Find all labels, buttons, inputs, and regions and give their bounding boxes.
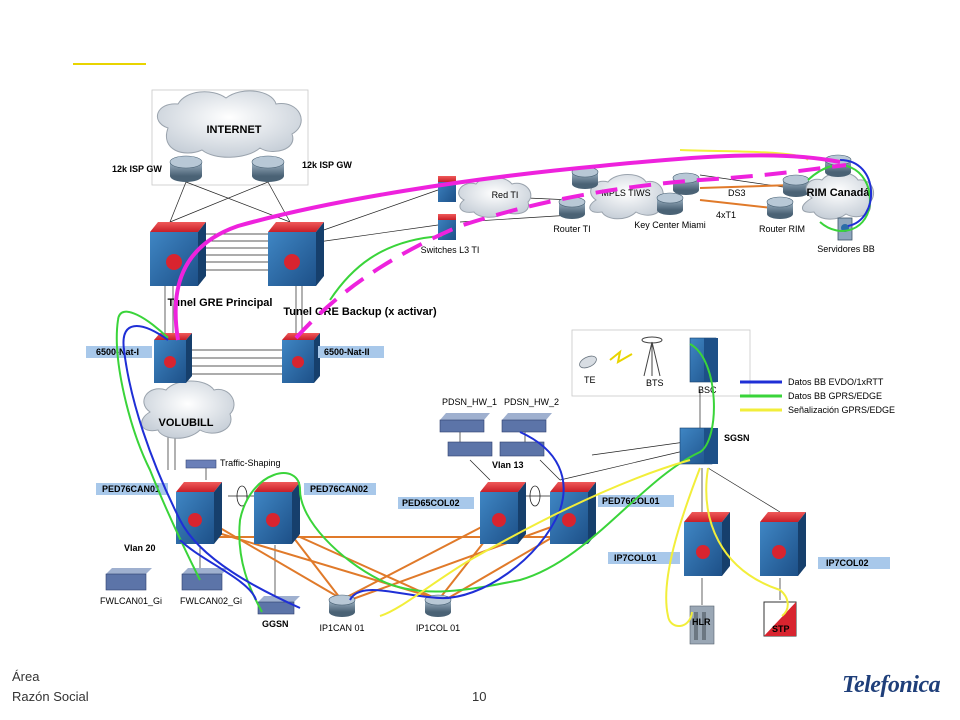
footer-area: Área <box>12 669 40 684</box>
red-ti-label: Red TI <box>492 190 519 200</box>
ds3-label: DS3 <box>728 188 746 198</box>
ip7col01-switch <box>684 512 730 576</box>
internet-frame <box>151 89 309 186</box>
isp-gw-left-label: 12k ISP GW <box>112 164 162 174</box>
ip7col01-tag <box>608 552 680 564</box>
legend-label-gprs: Datos BB GPRS/EDGE <box>788 391 882 401</box>
bsc-label: BSC <box>698 385 717 395</box>
vlan20-label: Vlan 20 <box>124 543 156 553</box>
ped76col01-label: PED76COL01 <box>602 496 660 506</box>
ped76can01-tag <box>96 483 168 495</box>
key-center-router-upper <box>672 172 700 195</box>
ped65col02-switch <box>480 482 526 544</box>
telefonica-logo: Telefonica <box>842 672 941 698</box>
ip7col02-label: IP7COL02 <box>826 558 869 568</box>
tunel-backup-path <box>294 163 847 340</box>
ip1can-router <box>328 594 356 617</box>
ip7col02-switch <box>760 512 806 576</box>
nat2-switch <box>282 333 320 383</box>
stp-device <box>763 601 797 637</box>
core-switch-left <box>150 222 206 286</box>
nat2-tag <box>318 346 384 358</box>
switch-l3-ti-top <box>438 176 456 202</box>
legend-label-signal: Señalización GPRS/EDGE <box>788 405 895 415</box>
fwlcan01-label: FWLCAN01_Gi <box>100 596 162 606</box>
bsc-frame <box>571 329 751 397</box>
ped65col02-tag <box>398 497 474 509</box>
evdo-data-flow <box>122 159 872 609</box>
red-ti-cloud <box>458 176 532 218</box>
thin-links <box>164 174 791 605</box>
mpls-label: MPLS TIWS <box>601 188 650 198</box>
pdsn1-device <box>439 413 493 457</box>
tunel-principal-path <box>173 153 841 341</box>
router-rim <box>766 196 794 219</box>
ip7col01-label: IP7COL01 <box>614 553 657 563</box>
internet-label: INTERNET <box>207 124 262 136</box>
gprs-data-flow <box>115 164 872 613</box>
ped65col02-label: PED65COL02 <box>402 498 460 508</box>
nat1-tag <box>86 346 152 358</box>
fwlcan01-firewall <box>105 568 152 591</box>
isp-gw-router-left <box>169 155 203 182</box>
footer-razon-social: Razón Social <box>12 689 89 704</box>
stp-label: STP <box>772 624 790 634</box>
bts-antenna-icon <box>641 336 663 377</box>
te-label: TE <box>584 375 596 385</box>
router-rim-label: Router RIM <box>759 224 805 234</box>
router-rim-upper <box>782 174 810 197</box>
nat2-label: 6500-Nat-II <box>324 347 370 357</box>
ggsn-label: GGSN <box>262 619 289 629</box>
pdsn2-device <box>499 413 552 457</box>
key-center-label: Key Center Miami <box>634 220 706 230</box>
isp-gw-right-label: 12k ISP GW <box>302 160 352 170</box>
pdsn2-label: PDSN_HW_2 <box>504 397 559 407</box>
ped76can02-tag <box>304 483 376 495</box>
isp-gw-router-right <box>251 155 285 182</box>
volubill-label: VOLUBILL <box>159 417 214 429</box>
nat1-switch <box>154 333 192 383</box>
rim-canada-label: RIM Canadá <box>807 187 871 199</box>
vlan13-label: Vlan 13 <box>492 460 524 470</box>
fwlcan02-firewall <box>181 568 228 591</box>
switches-l3-label: Switches L3 TI <box>421 245 480 255</box>
fwlcan02-label: FWLCAN02_Gi <box>180 596 242 606</box>
router-ti-label: Router TI <box>553 224 590 234</box>
radio-link-icon <box>609 349 633 364</box>
key-center-router <box>656 192 684 215</box>
bsc-device <box>689 337 718 383</box>
core-switch-right <box>268 222 324 286</box>
ped76can02-label: PED76CAN02 <box>310 484 368 494</box>
footer-page-number: 10 <box>472 689 487 704</box>
volubill-cloud <box>141 380 235 439</box>
ip1can-label: IP1CAN 01 <box>319 623 364 633</box>
legend: Datos BB EVDO/1xRTT Datos BB GPRS/EDGE S… <box>740 377 895 415</box>
tunel-principal-label: Tunel GRE Principal <box>168 297 273 309</box>
t1-label: 4xT1 <box>716 210 736 220</box>
internet-cloud <box>156 90 302 158</box>
ip1col-label: IP1COL 01 <box>416 623 460 633</box>
pdsn1-label: PDSN_HW_1 <box>442 397 497 407</box>
ip7col02-tag <box>818 557 890 569</box>
router-ti <box>558 196 586 219</box>
sgsn-label: SGSN <box>724 433 750 443</box>
ped76can02-switch <box>254 482 300 544</box>
legend-label-evdo: Datos BB EVDO/1xRTT <box>788 377 884 387</box>
traffic-shaping-label: Traffic-Shaping <box>220 458 281 468</box>
ped76can01-label: PED76CAN01 <box>102 484 160 494</box>
traffic-shaping-device <box>185 459 217 469</box>
tunel-backup-label: Tunel GRE Backup (x activar) <box>283 306 437 318</box>
hlr-label: HLR <box>692 617 711 627</box>
ped76col01-tag <box>598 495 674 507</box>
handset-icon <box>579 355 597 369</box>
servidores-bb-label: Servidores BB <box>817 244 875 254</box>
ped76can01-switch <box>176 482 222 544</box>
bts-label: BTS <box>646 378 664 388</box>
hlr-device <box>689 605 715 645</box>
